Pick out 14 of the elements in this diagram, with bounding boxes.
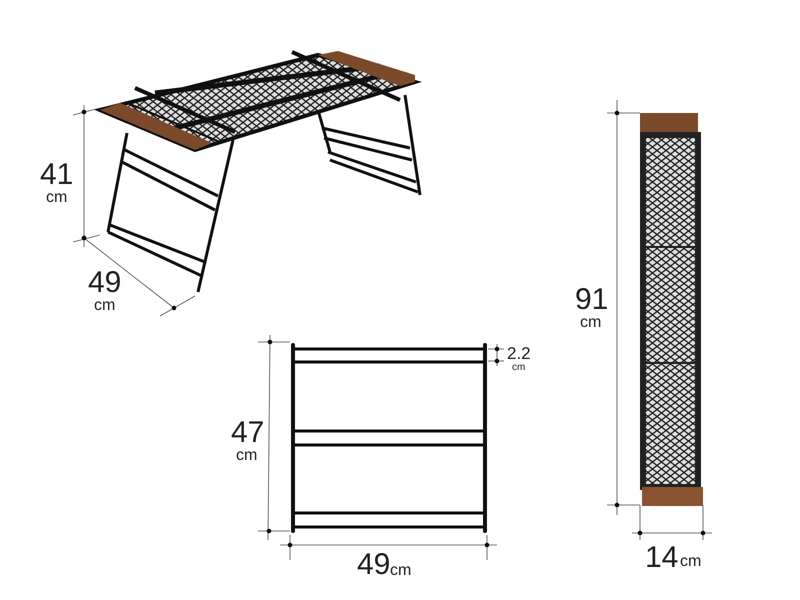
unit-label: cm	[512, 363, 526, 373]
dimension-label: 49	[88, 268, 122, 298]
dimension-label: 41	[40, 160, 74, 190]
dimension-label: 14	[645, 543, 678, 573]
unit-label: cm	[46, 190, 68, 206]
unit-label: 2.2	[507, 345, 531, 362]
dimension-label: 49	[357, 550, 390, 580]
unit-label: cm	[580, 315, 602, 331]
unit-label: cm	[390, 563, 412, 579]
unit-label: cm	[680, 554, 702, 570]
dimension-label: 47	[231, 418, 264, 448]
unit-label: cm	[94, 298, 116, 314]
dimension-label: 91	[575, 285, 608, 315]
unit-label: cm	[236, 448, 258, 464]
